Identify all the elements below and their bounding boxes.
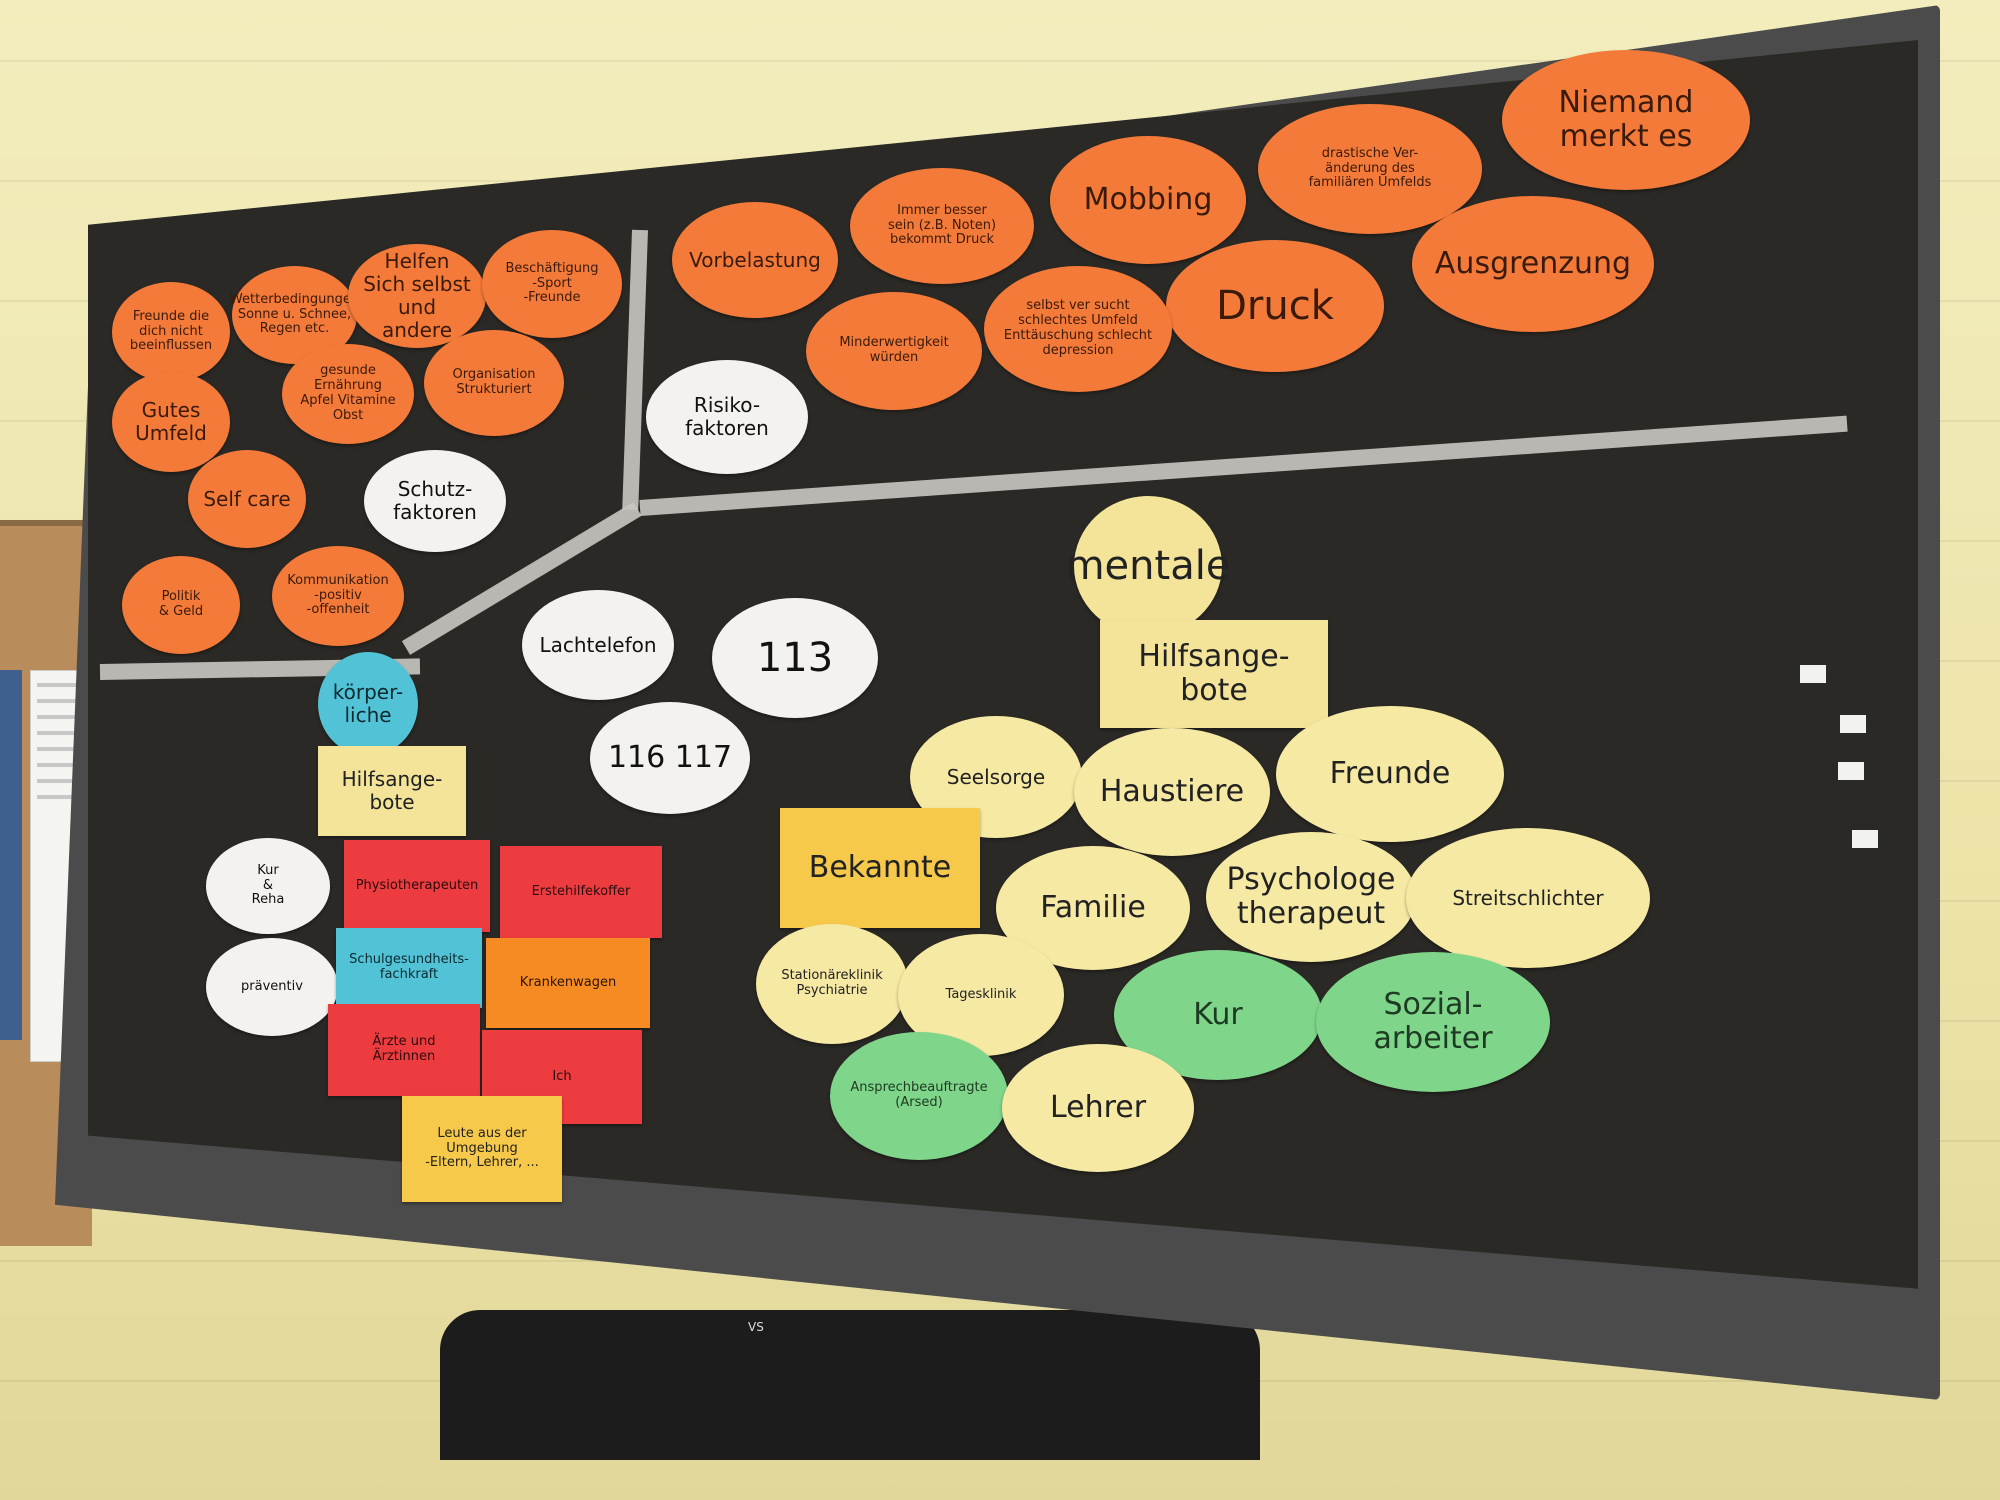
koerper-card: Krankenwagen: [486, 938, 650, 1028]
mental-hilfsangebote-label: Hilfsange- bote: [1100, 620, 1328, 728]
schutz-card: Self care: [188, 450, 306, 548]
mental-card: Sozial- arbeiter: [1316, 952, 1550, 1092]
risiko-card: selbst ver sucht schlechtes Umfeld Enttä…: [984, 266, 1172, 392]
hotline-card: 113: [712, 598, 878, 718]
schutz-card: Gutes Umfeld: [112, 372, 230, 472]
risiko-card: Mobbing: [1050, 136, 1246, 264]
risiko-card: Ausgrenzung: [1412, 196, 1654, 332]
koerper-card: Schulgesundheits- fachkraft: [336, 928, 482, 1008]
koerper-card: Erstehilfekoffer: [500, 846, 662, 938]
koerper-card: präventiv: [206, 938, 338, 1036]
schutz-card: Politik & Geld: [122, 556, 240, 654]
mental-card: Bekannte: [780, 808, 980, 928]
risiko-card: Vorbelastung: [672, 202, 838, 318]
mental-heading: mentale: [1066, 496, 1230, 636]
blue-poster: [0, 670, 22, 1040]
mental-card: Ansprechbeauftragte (Arsed): [830, 1032, 1008, 1160]
mental-card: Freunde: [1276, 706, 1504, 842]
tape-snip: [1838, 762, 1864, 780]
schutz-card: gesunde Ernährung Apfel Vitamine Obst: [282, 344, 414, 444]
schutz-card: Helfen Sich selbst und andere: [348, 244, 486, 348]
hotline-card: Lachtelefon: [522, 590, 674, 700]
screen-stand: [440, 1310, 1260, 1460]
hotline-card: 116 117: [590, 702, 750, 814]
mental-card: Psychologe therapeut: [1206, 832, 1416, 962]
mental-card: Stationäreklinik Psychiatrie: [756, 924, 908, 1044]
brand-logo: VS: [748, 1320, 764, 1334]
tape-snip: [1800, 665, 1826, 683]
risiko-card: Druck: [1166, 240, 1384, 372]
risiko-card: Immer besser sein (z.B. Noten) bekommt D…: [850, 168, 1034, 284]
koerper-heading: körper- liche: [318, 652, 418, 756]
schutz-card: Organisation Strukturiert: [424, 330, 564, 436]
schutz-card: Beschäftigung -Sport -Freunde: [482, 230, 622, 338]
risiko-card: Niemand merkt es: [1502, 50, 1750, 190]
risiko-faktoren-label: Risiko- faktoren: [646, 360, 808, 474]
risiko-card: drastische Ver- änderung des familiären …: [1258, 104, 1482, 234]
risiko-card: Minderwertigkeit würden: [806, 292, 982, 410]
schutz-card: Freunde die dich nicht beeinflussen: [112, 282, 230, 382]
tape-snip: [1852, 830, 1878, 848]
tape-snip: [1840, 715, 1866, 733]
koerper-card: Kur & Reha: [206, 838, 330, 934]
schutz-faktoren-label: Schutz- faktoren: [364, 450, 506, 552]
mental-card: Streitschlichter: [1406, 828, 1650, 968]
mental-card: Lehrer: [1002, 1044, 1194, 1172]
schutz-card: Kommunikation -positiv -offenheit: [272, 546, 404, 646]
mental-card: Haustiere: [1074, 728, 1270, 856]
koerper-hilfsangebote-label: Hilfsange- bote: [318, 746, 466, 836]
koerper-card: Physiotherapeuten: [344, 840, 490, 932]
koerper-card: Leute aus der Umgebung -Eltern, Lehrer, …: [402, 1096, 562, 1202]
koerper-card: Ärzte und Ärztinnen: [328, 1004, 480, 1096]
